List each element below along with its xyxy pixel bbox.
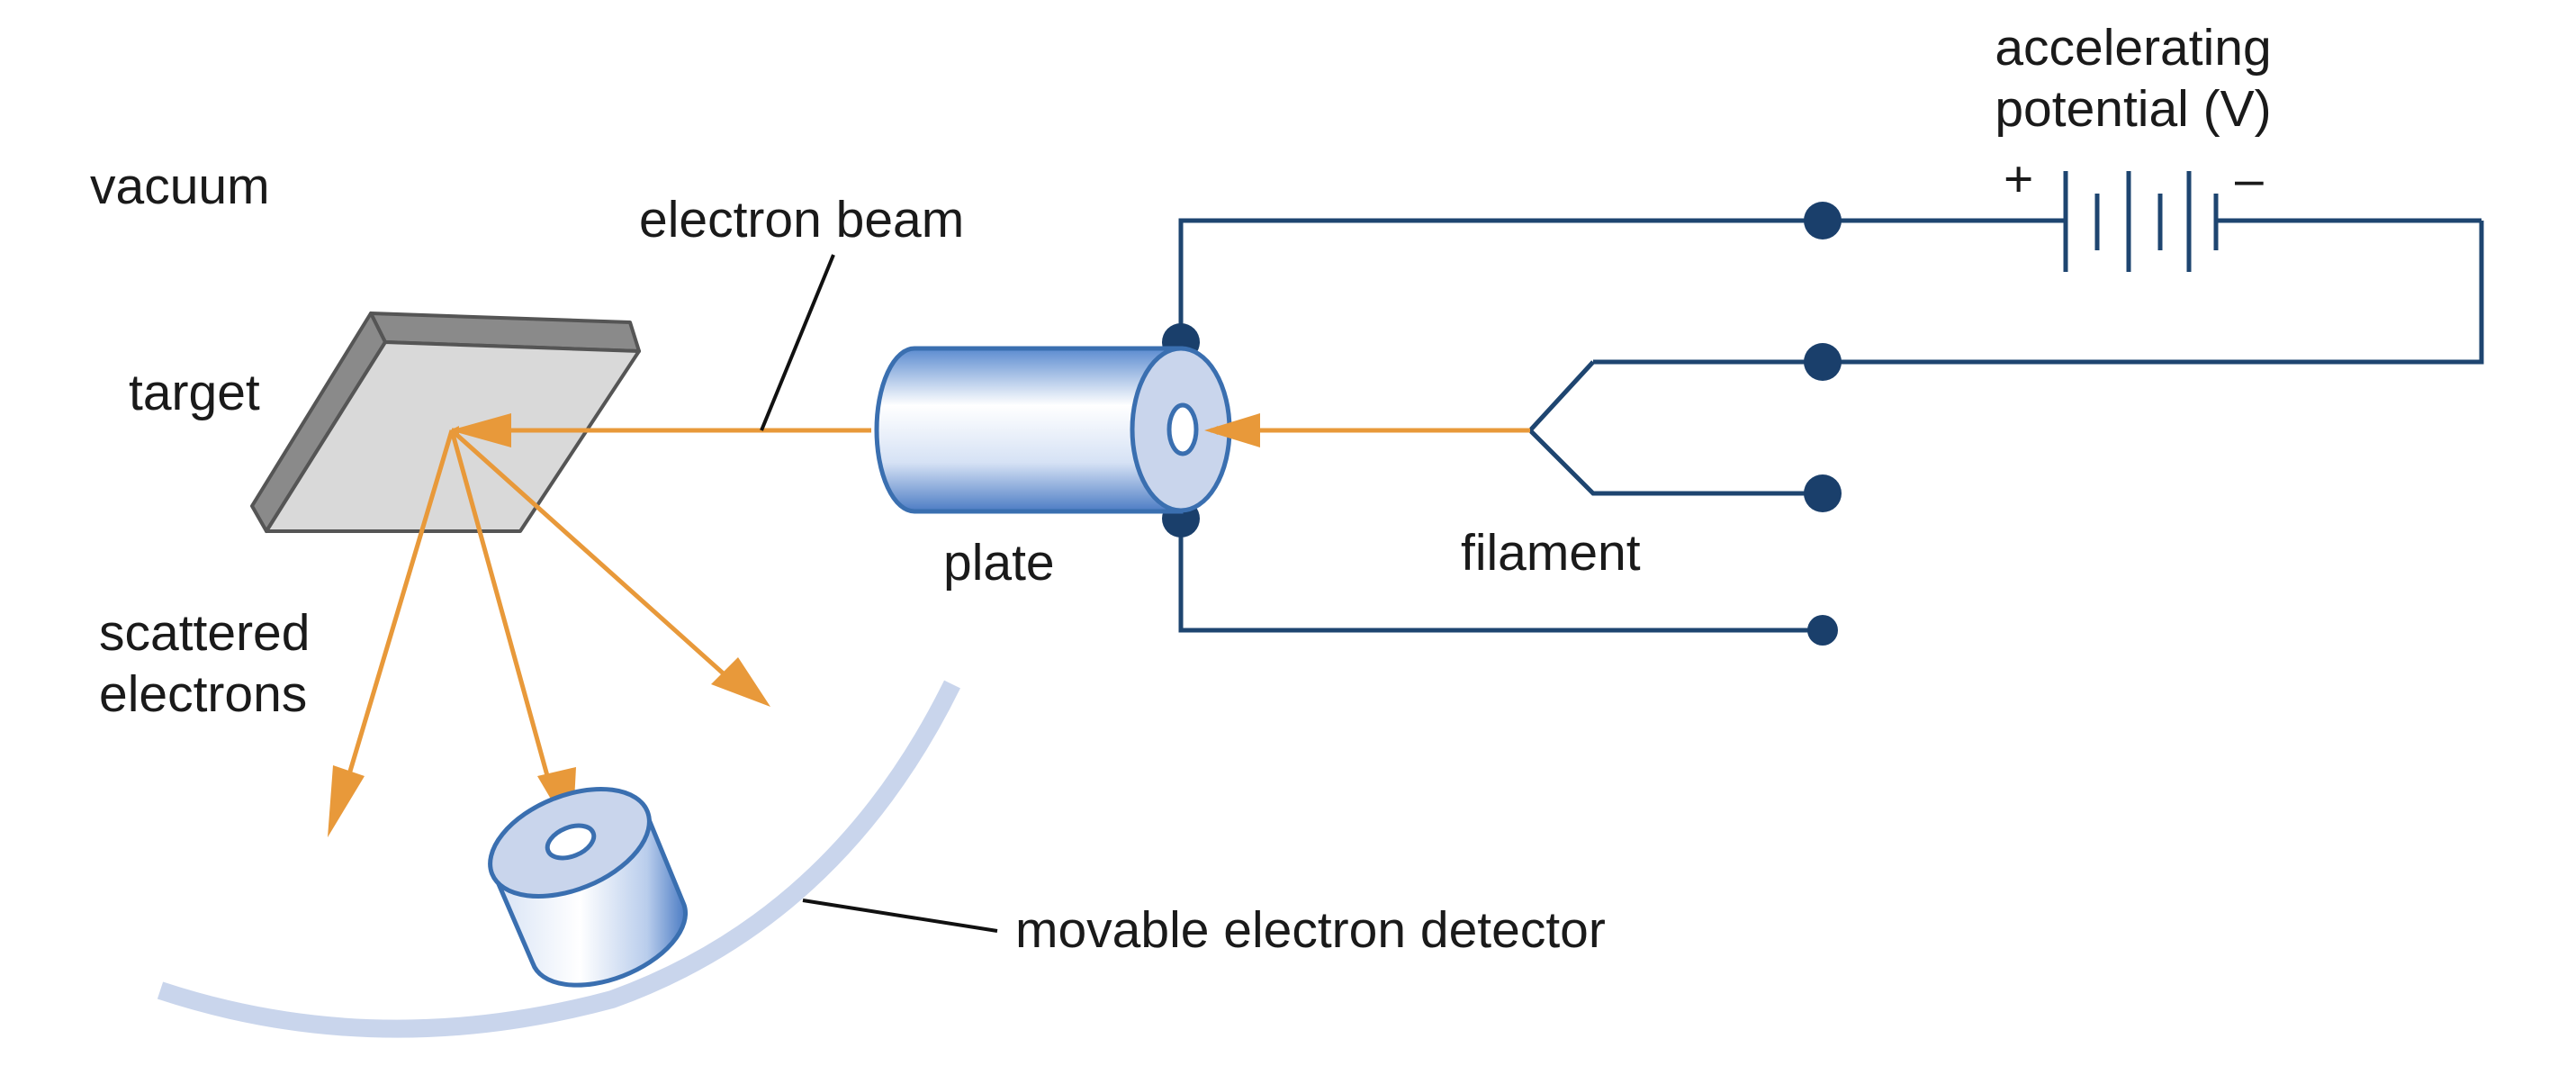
label-vacuum: vacuum	[90, 158, 270, 215]
leader-lines	[760, 254, 998, 933]
label-scattered-line2: electrons	[99, 665, 307, 723]
label-electron-beam: electron beam	[639, 191, 964, 248]
circuit-wires	[1178, 218, 2484, 633]
detector-arc	[157, 680, 960, 1038]
terminal-dot	[1804, 202, 1842, 239]
plate-cylinder	[874, 346, 1232, 514]
electron-detector	[488, 787, 689, 988]
label-potential-line2: potential (V)	[1995, 80, 2271, 138]
label-potential-line1: accelerating	[1995, 19, 2271, 77]
terminal-dot	[1804, 474, 1842, 512]
terminal-dot	[1804, 343, 1842, 381]
label-plus: +	[2004, 150, 2033, 208]
scattered-electrons	[344, 429, 729, 816]
beam-arrowheads	[450, 413, 1260, 447]
label-scattered-line1: scattered	[99, 604, 310, 662]
target-plate	[250, 312, 641, 533]
terminal-dot	[1807, 615, 1838, 646]
label-plate: plate	[943, 534, 1055, 592]
label-target: target	[129, 364, 260, 421]
label-detector: movable electron detector	[1015, 901, 1606, 959]
battery-symbol	[2063, 171, 2219, 272]
label-minus: –	[2235, 150, 2264, 208]
label-filament: filament	[1461, 524, 1641, 582]
